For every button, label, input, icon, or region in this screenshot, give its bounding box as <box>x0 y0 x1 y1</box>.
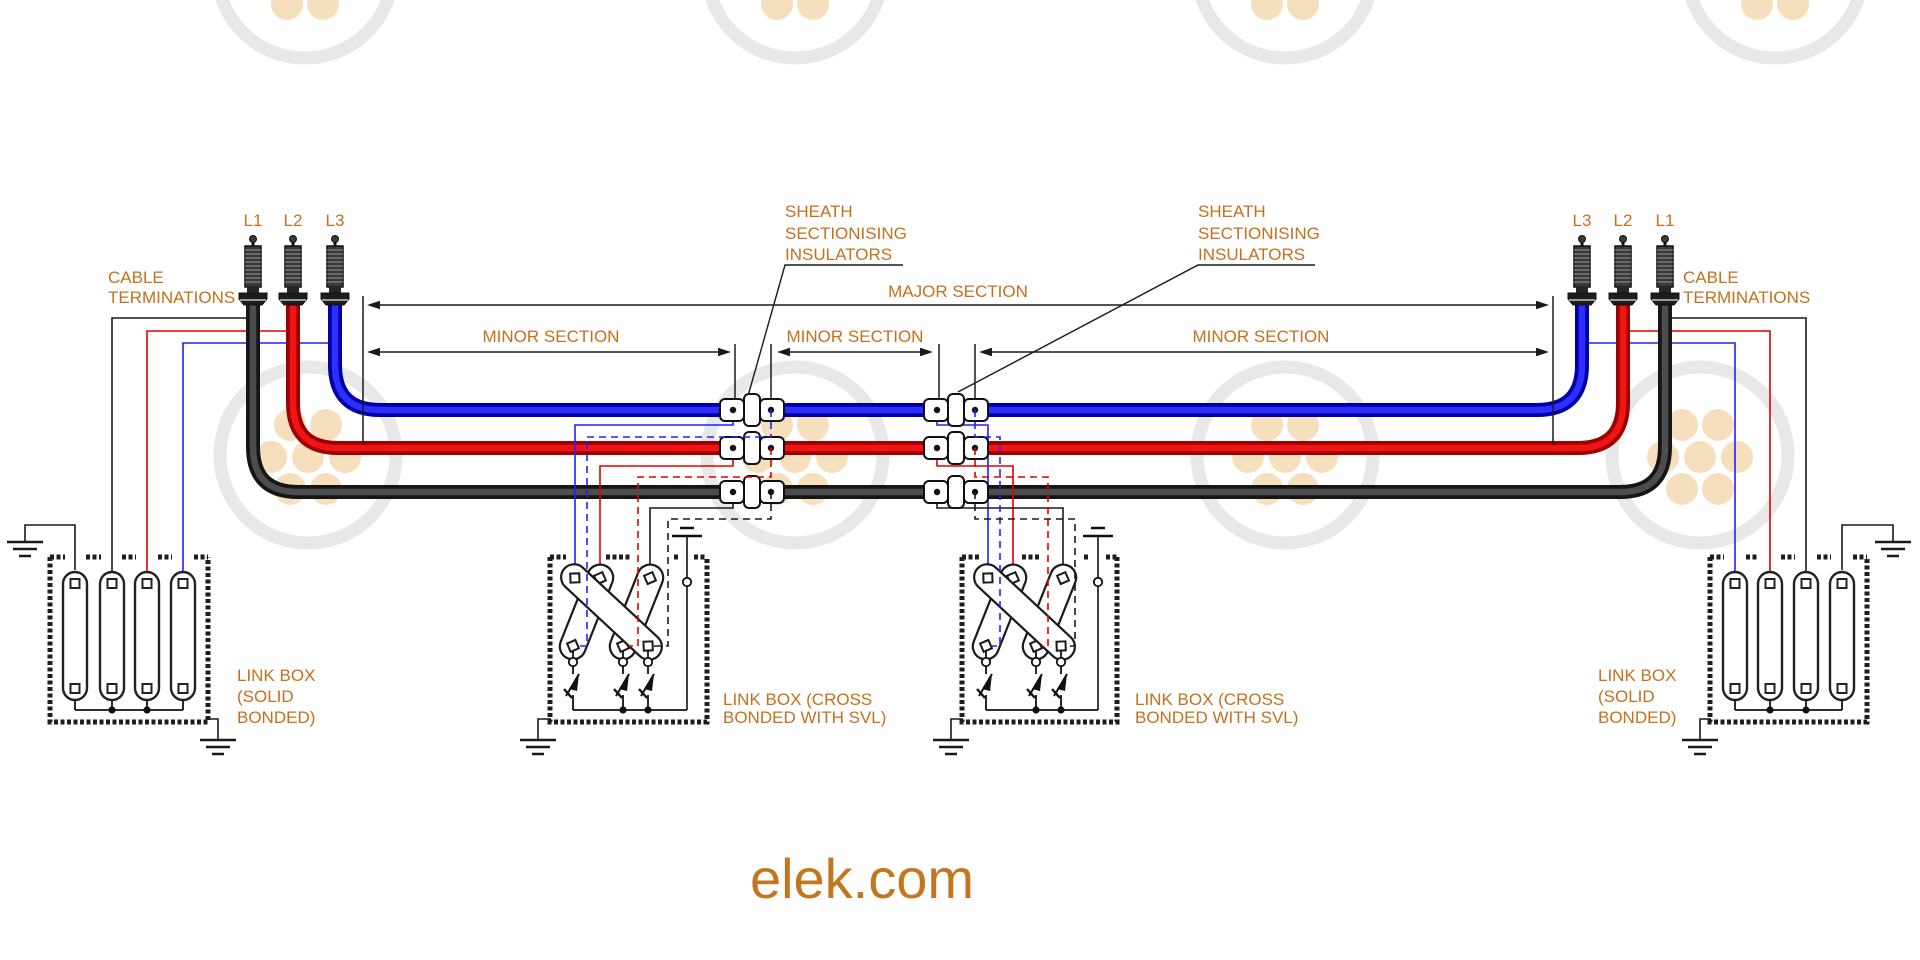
sheath-insulators-label-1: SHEATH <box>785 202 853 221</box>
brand-logo: elek.com <box>750 847 974 910</box>
link-box-cross-1 <box>518 410 772 756</box>
sheath-sectionising-insulators <box>719 393 989 509</box>
svl-arrester <box>1050 649 1069 712</box>
earth-symbol <box>198 738 238 756</box>
cable-terminations-label-left: TERMINATIONS <box>108 288 235 307</box>
phase-label-left-l3: L3 <box>326 211 345 230</box>
sheath-insulators-label-2: INSULATORS <box>1198 245 1305 264</box>
phase-label-right-l1: L1 <box>1656 211 1675 230</box>
sheath-insulators-label-1: SECTIONISING <box>785 224 907 243</box>
dimension-lines <box>362 296 1554 445</box>
link-box-cross-label-1: BONDED WITH SVL) <box>723 708 886 727</box>
earth-symbol <box>931 738 971 756</box>
earth-symbol <box>1680 738 1720 756</box>
sheath-insulators-label-2: SECTIONISING <box>1198 224 1320 243</box>
insulator <box>719 393 785 427</box>
link-box-solid-label-left: BONDED) <box>237 708 315 727</box>
link-box-solid-label-right: (SOLID <box>1598 687 1655 706</box>
svl-arrester <box>1025 649 1044 712</box>
termination-left-l2 <box>277 234 309 307</box>
svl-arrester <box>612 649 631 712</box>
earth-symbol <box>5 540 45 558</box>
sheath-insulators-label-2: SHEATH <box>1198 202 1266 221</box>
link-box-cross-2 <box>931 410 1113 756</box>
insulator <box>719 431 785 465</box>
termination-right-l2 <box>1607 234 1639 307</box>
phase-label-left-l2: L2 <box>284 211 303 230</box>
insulator <box>719 475 785 509</box>
label-leader-lines <box>747 264 1315 397</box>
insulator <box>923 431 989 465</box>
phase-label-right-l3: L3 <box>1573 211 1592 230</box>
insulator <box>923 393 989 427</box>
link-box-solid-right <box>1680 524 1913 756</box>
minor-section-label-2: MINOR SECTION <box>787 327 924 346</box>
insulator <box>923 475 989 509</box>
cable-terminations-label-right: CABLE <box>1683 268 1739 287</box>
minor-section-label-3: MINOR SECTION <box>1193 327 1330 346</box>
link-box-solid-left <box>5 524 238 756</box>
major-section-label: MAJOR SECTION <box>888 282 1028 301</box>
link-box-solid-label-right: BONDED) <box>1598 708 1676 727</box>
termination-right-l3 <box>1566 234 1598 307</box>
minor-section-label-1: MINOR SECTION <box>483 327 620 346</box>
link-box-cross-label-2: BONDED WITH SVL) <box>1135 708 1298 727</box>
link-box-solid-label-left: LINK BOX <box>237 666 315 685</box>
earth-symbol <box>518 738 558 756</box>
phase-label-left-l1: L1 <box>244 211 263 230</box>
termination-left-l1 <box>237 234 269 307</box>
link-box-solid-label-right: LINK BOX <box>1598 666 1676 685</box>
svl-arrester <box>637 649 656 712</box>
earth-symbol <box>1873 540 1913 558</box>
cable-terminations-label-right: TERMINATIONS <box>1683 288 1810 307</box>
svl-arrester <box>975 649 994 712</box>
phase-label-right-l2: L2 <box>1614 211 1633 230</box>
link-box-enclosures <box>47 554 1870 725</box>
link-box-cross-label-1: LINK BOX (CROSS <box>723 690 872 709</box>
link-box-solid-label-left: (SOLID <box>237 687 294 706</box>
termination-left-l3 <box>319 234 351 307</box>
cable-terminations-label-left: CABLE <box>108 268 164 287</box>
svl-arrester <box>562 649 581 712</box>
sheath-insulators-label-1: INSULATORS <box>785 245 892 264</box>
termination-right-l1 <box>1649 234 1681 307</box>
annotations: L1 L2 L3 L3 L2 L1 CABLE TERMINATIONS CAB… <box>108 202 1810 910</box>
link-box-cross-label-2: LINK BOX (CROSS <box>1135 690 1284 709</box>
